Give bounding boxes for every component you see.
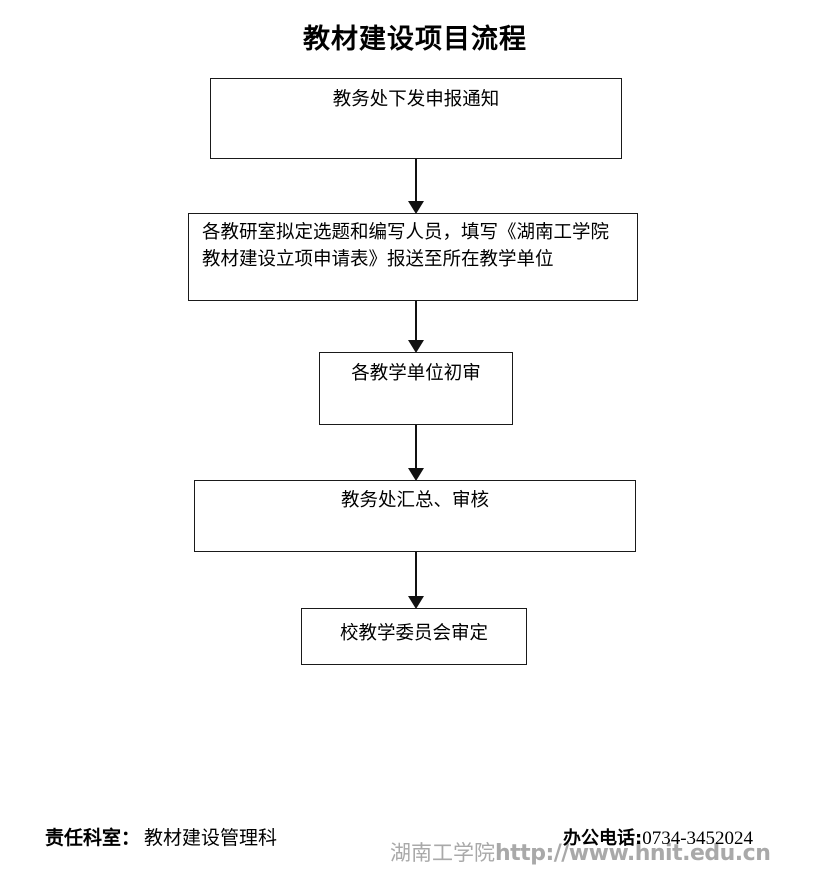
flow-step-1-box: 教务处下发申报通知 — [210, 78, 622, 159]
arrow-head — [408, 468, 424, 481]
down-arrow-icon-3 — [405, 425, 427, 481]
down-arrow-icon-2 — [405, 301, 427, 353]
arrow-head — [408, 340, 424, 353]
arrow-shaft — [415, 552, 417, 596]
footer-responsible-office-value: 教材建设管理科 — [144, 828, 278, 849]
flow-step-2-box: 各教研室拟定选题和编写人员，填写《湖南工学院 教材建设立项申请表》报送至所在教学… — [188, 213, 638, 301]
footer-phone-value: 0734-3452024 — [642, 828, 754, 849]
arrow-head — [408, 596, 424, 609]
arrow-shaft — [415, 301, 417, 340]
down-arrow-icon-1 — [405, 159, 427, 214]
flow-step-3-label: 各教学单位初审 — [351, 364, 481, 384]
flow-step-5-label: 校教学委员会审定 — [339, 624, 488, 644]
down-arrow-icon-4 — [405, 552, 427, 609]
watermark: 湖南工学院http://www.hnit.edu.cn — [390, 838, 771, 871]
footer-responsible-office: 责任科室：教材建设管理科 — [45, 824, 277, 854]
footer-phone: 办公电话:0734-3452024 — [563, 826, 753, 853]
flow-step-4-label: 教务处汇总、审核 — [340, 491, 489, 511]
flow-step-5-box: 校教学委员会审定 — [301, 608, 527, 665]
flow-step-3-box: 各教学单位初审 — [319, 352, 513, 425]
arrow-head — [408, 201, 424, 214]
page-title: 教材建设项目流程 — [303, 24, 527, 55]
footer-phone-label: 办公电话: — [563, 828, 643, 849]
flow-step-4-box: 教务处汇总、审核 — [194, 480, 636, 552]
flow-step-1-label: 教务处下发申报通知 — [332, 90, 500, 110]
watermark-url: http://www.hnit.edu.cn — [495, 841, 771, 866]
arrow-shaft — [415, 425, 417, 468]
watermark-institution: 湖南工学院 — [390, 841, 495, 865]
flow-step-2-label: 各教研室拟定选题和编写人员，填写《湖南工学院 教材建设立项申请表》报送至所在教学… — [202, 223, 610, 270]
footer-responsible-office-label: 责任科室： — [45, 827, 141, 849]
arrow-shaft — [415, 159, 417, 201]
